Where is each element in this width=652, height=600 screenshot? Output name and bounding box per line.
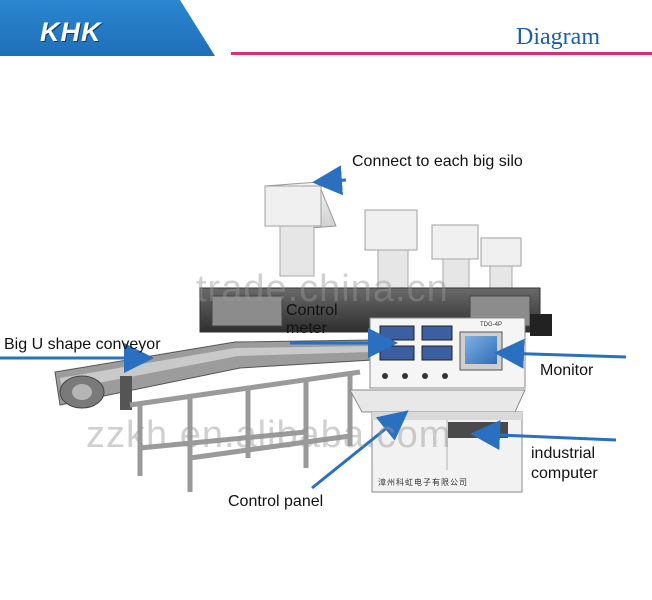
logo-band (0, 0, 215, 56)
label-control-meter: Control meter (286, 302, 338, 338)
label-control-panel: Control panel (228, 493, 324, 510)
label-industrial-line2: computer (531, 465, 598, 482)
page-title: Diagram (516, 24, 600, 50)
label-silo: Connect to each big silo (352, 153, 523, 170)
control-panel-arrow (311, 410, 409, 490)
conveyor-stand (129, 369, 361, 492)
cabinet-caption: 漳州科虹电子有限公司 (378, 478, 468, 487)
computer-arrow (470, 420, 617, 451)
watermark-top: trade.china.cn (196, 268, 449, 310)
monitor-arrow (494, 338, 627, 369)
label-industrial-computer: industrial computer (531, 444, 598, 484)
header-divider (231, 52, 652, 55)
label-control-meter-line2: meter (286, 320, 327, 337)
silo-arrow (312, 165, 347, 196)
label-industrial-line1: industrial (531, 445, 596, 462)
watermark-bottom: zzkh.en.alibaba.com (86, 414, 452, 456)
label-conveyor: Big U shape conveyor (4, 336, 161, 353)
label-monitor: Monitor (540, 362, 594, 379)
page-header: KHK Diagram (0, 0, 652, 62)
u-shape-conveyor (54, 339, 373, 410)
label-control-meter-line1: Control (286, 302, 338, 319)
model-tag: TDG-4P (480, 322, 503, 328)
company-logo: KHK (40, 17, 102, 47)
